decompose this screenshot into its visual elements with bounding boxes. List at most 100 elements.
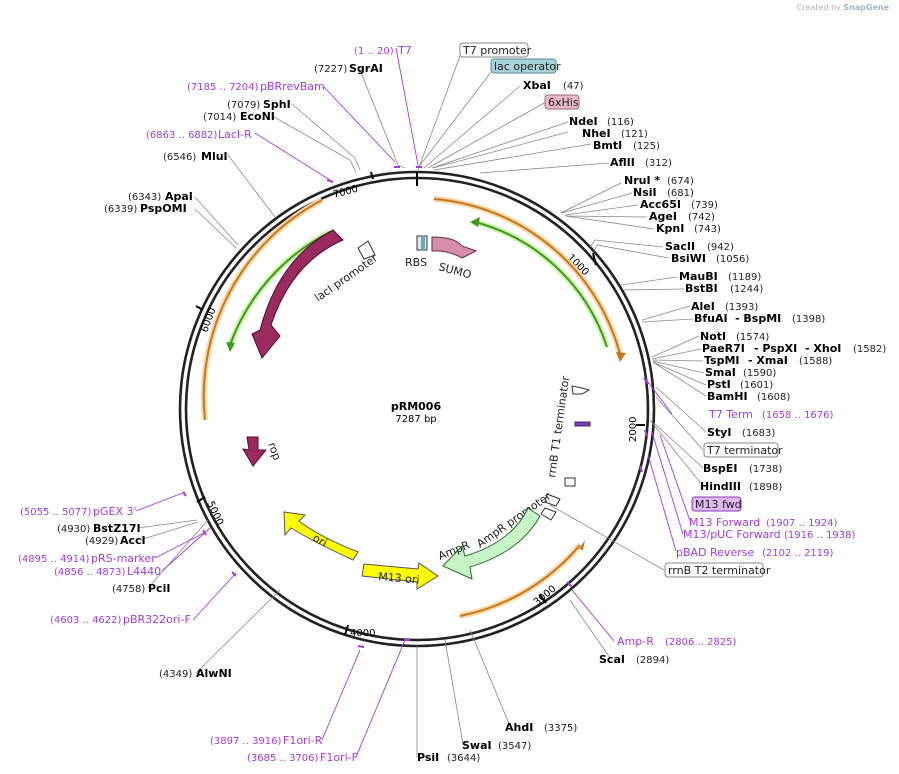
site-pos-bmti: (125): [633, 141, 660, 152]
primer-range-laci-r: (6863 .. 6882): [146, 130, 218, 141]
primer-range-t7-term: (1658 .. 1676): [762, 410, 834, 421]
site-pos-kpni: (743): [694, 224, 721, 235]
site-name-psii: PsiI: [417, 751, 439, 764]
site-name-tspmi: TspMI: [704, 354, 740, 367]
feature-label-laci-promoter: lacI promoter: [312, 251, 380, 304]
feature-laci[interactable]: [251, 229, 344, 359]
site-name-econi: EcoNI: [240, 110, 275, 123]
site-pos-bspei: (1738): [749, 464, 782, 475]
site-name-smai: SmaI: [705, 366, 736, 379]
box-t7-promoter[interactable]: T7 promoter: [459, 42, 532, 58]
primer-range-prs-marker: (4895 .. 4914): [18, 554, 90, 565]
box-6xhis[interactable]: 6xHis: [544, 94, 580, 110]
site-pos-nhei: (121): [621, 129, 648, 140]
primer-name-amp-r: Amp-R: [617, 635, 654, 648]
site-name-bspmi: - BspMI: [735, 312, 781, 325]
site-name-swai: SwaI: [462, 739, 492, 752]
site-pos-swai: (3547): [498, 741, 531, 752]
site-name-scai: ScaI: [599, 653, 625, 666]
feature-rop[interactable]: [242, 436, 268, 467]
site-name-bfuai: BfuAI: [694, 312, 728, 325]
plasmid-size: 7287 bp: [395, 414, 436, 425]
site-pos-ndei: (116): [607, 117, 634, 128]
primer-name-pbad-reverse: pBAD Reverse: [676, 546, 754, 559]
box-m13-fwd[interactable]: M13 fwd: [691, 496, 742, 512]
site-name-nhei: NheI: [582, 127, 611, 140]
site-name-bstz17i: BstZ17I: [93, 522, 141, 535]
site-pos-econi: (7014): [203, 112, 236, 123]
box-rrnb-t2-terminator[interactable]: rrnB T2 terminator: [664, 562, 771, 578]
site-pos-alei: (1393): [725, 302, 758, 313]
snapgene-credit: Created by SnapGene: [796, 3, 889, 12]
site-name-apai: ApaI: [165, 190, 193, 203]
svg-text:rrnB T2 terminator: rrnB T2 terminator: [668, 564, 771, 577]
primer-markers: [182, 166, 649, 648]
site-name-xbai: XbaI: [523, 79, 551, 92]
svg-text:M13 fwd: M13 fwd: [695, 498, 742, 511]
feature-ampr[interactable]: [442, 507, 541, 580]
site-name-psti: PstI: [707, 378, 731, 391]
feature-ampr-promoter[interactable]: [540, 493, 561, 521]
box-t7-terminator[interactable]: T7 terminator: [703, 442, 783, 458]
site-name-ndei: NdeI: [569, 115, 598, 128]
feature-rrnb-t1-terminator[interactable]: [564, 385, 591, 487]
site-pos-bamhi: (1608): [757, 392, 790, 403]
primer-range-amp-r: (2806 .. 2825): [665, 637, 737, 648]
site-pos-hindiii: (1898): [749, 482, 782, 493]
primer-name-pbr322ori-f: pBR322ori-F: [123, 613, 191, 626]
site-name-pspxi: - PspXI: [754, 342, 797, 355]
primer-name-pbrrevbam: pBRrevBam: [260, 80, 325, 93]
primer-range-pbr322ori-f: (4603 .. 4622): [50, 615, 122, 626]
feature-label-rbs: RBS: [405, 256, 427, 269]
site-name-bspei: BspEI: [703, 462, 737, 475]
site-pos-smai: (1590): [743, 368, 776, 379]
site-name-pcii: PciI: [148, 582, 170, 595]
site-pos-agei: (742): [688, 212, 715, 223]
primer-range-l4440: (4856 .. 4873): [54, 567, 126, 578]
site-name-bmti: BmtI: [593, 139, 622, 152]
site-name-kpni: KpnI: [656, 222, 684, 235]
site-name-styi: StyI: [707, 426, 731, 439]
site-pos-sacii: (942): [707, 242, 734, 253]
site-name-maubi: MauBI: [679, 270, 718, 283]
site-name-hindiii: HindIII: [700, 480, 741, 493]
primer-name-l4440: L4440: [127, 565, 161, 578]
site-pos-sgrai: (7227): [314, 64, 347, 75]
box-lac-operator[interactable]: lac operator: [490, 58, 561, 74]
primer-range-f1ori-r: (3897 .. 3916): [210, 736, 282, 747]
site-pos-bfuai: (1398): [792, 314, 825, 325]
primer-name-t7-term: T7 Term: [708, 408, 753, 421]
feature-label-sumo: SUMO: [437, 260, 473, 281]
feature-sumo[interactable]: [431, 236, 478, 259]
site-pos-styi: (1683): [742, 428, 775, 439]
leader-lines: [137, 55, 707, 757]
site-pos-bstz17i: (4930): [57, 524, 90, 535]
primer-range-m13-forward: (1907 .. 1924): [766, 518, 838, 529]
site-pos-alwni: (4349): [159, 669, 192, 680]
site-name-sgrai: SgrAI: [349, 62, 383, 75]
primer-range-pgex3: (5055 .. 5077): [20, 507, 92, 518]
site-pos-xbai: (47): [563, 81, 584, 92]
feature-rbs[interactable]: [416, 235, 428, 251]
primer-name-m13-forward: M13 Forward: [689, 516, 760, 529]
site-pos-nsii: (681): [667, 188, 694, 199]
svg-text:6xHis: 6xHis: [548, 96, 579, 109]
site-name-bsiwi: BsiWI: [671, 252, 706, 265]
site-pos-maubi: (1189): [728, 272, 761, 283]
site-pos-nrui: (674): [667, 176, 694, 187]
plasmid-name: pRM006: [391, 400, 442, 413]
site-name-alwni: AlwNI: [196, 667, 232, 680]
site-name-acci: AccI: [120, 534, 146, 547]
feature-laci-promoter[interactable]: [357, 240, 376, 260]
site-pos-aflii: (312): [645, 158, 672, 169]
primer-range-f1ori-f: (3685 .. 3706): [247, 753, 319, 764]
primer-name-f1ori-r: F1ori-R: [283, 734, 323, 747]
site-pos-mlui: (6546): [163, 152, 196, 163]
primer-name-laci-r: LacI-R: [218, 128, 252, 141]
site-name-acc65i: Acc65I: [640, 198, 681, 211]
site-name-paer7i: PaeR7I: [702, 342, 745, 355]
site-pos-psii: (3644): [447, 753, 480, 764]
feature-ori[interactable]: [283, 511, 359, 561]
feature-label-rop: rop: [265, 441, 283, 462]
feature-m13-ori[interactable]: [361, 562, 439, 590]
